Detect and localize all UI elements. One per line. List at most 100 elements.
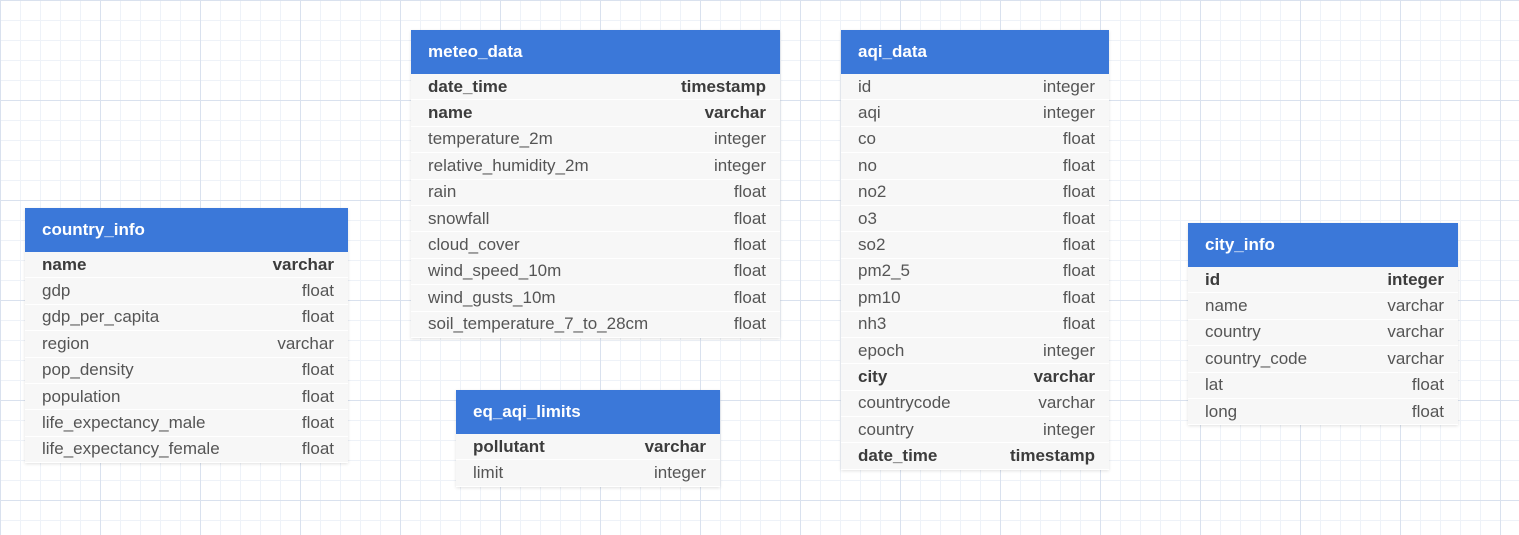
column-name: no2 bbox=[858, 182, 887, 202]
column-name: wind_gusts_10m bbox=[428, 287, 556, 307]
column-type: float bbox=[301, 360, 334, 380]
column-type: integer bbox=[1043, 76, 1095, 96]
column-type: float bbox=[1062, 155, 1095, 175]
column-row[interactable]: date_time timestamp bbox=[411, 74, 780, 101]
column-name: id bbox=[858, 76, 872, 96]
column-type: integer bbox=[1043, 419, 1095, 439]
column-row[interactable]: population float bbox=[25, 384, 348, 411]
column-type: timestamp bbox=[1009, 446, 1095, 466]
table-header[interactable]: eq_aqi_limits bbox=[456, 390, 720, 434]
column-type: integer bbox=[1387, 269, 1444, 289]
column-name: name bbox=[428, 103, 473, 123]
column-type: float bbox=[301, 386, 334, 406]
column-name: no bbox=[858, 155, 877, 175]
column-name: city bbox=[858, 366, 888, 386]
column-type: timestamp bbox=[680, 76, 766, 96]
column-name: region bbox=[42, 333, 90, 353]
column-type: float bbox=[1062, 208, 1095, 228]
column-name: limit bbox=[473, 463, 504, 483]
column-type: float bbox=[1062, 314, 1095, 334]
column-name: life_expectancy_male bbox=[42, 413, 206, 433]
column-name: name bbox=[1205, 296, 1248, 316]
column-row[interactable]: life_expectancy_male float bbox=[25, 410, 348, 437]
column-row[interactable]: country varchar bbox=[1188, 320, 1458, 347]
column-type: float bbox=[1062, 235, 1095, 255]
column-name: pop_density bbox=[42, 360, 134, 380]
column-type: varchar bbox=[1387, 322, 1444, 342]
column-name: nh3 bbox=[858, 314, 887, 334]
column-type: float bbox=[733, 314, 766, 334]
table-header[interactable]: aqi_data bbox=[841, 30, 1109, 74]
column-type: varchar bbox=[1387, 348, 1444, 368]
column-type: float bbox=[301, 439, 334, 459]
column-name: rain bbox=[428, 182, 457, 202]
column-name: co bbox=[858, 129, 876, 149]
column-name: pm2_5 bbox=[858, 261, 910, 281]
column-type: float bbox=[301, 307, 334, 327]
table-header[interactable]: city_info bbox=[1188, 223, 1458, 267]
column-type: float bbox=[301, 413, 334, 433]
column-name: wind_speed_10m bbox=[428, 261, 562, 281]
column-type: integer bbox=[1043, 340, 1095, 360]
column-row[interactable]: o3 float bbox=[841, 206, 1109, 233]
column-name: country bbox=[1205, 322, 1261, 342]
column-type: varchar bbox=[1387, 296, 1444, 316]
column-name: date_time bbox=[428, 76, 508, 96]
column-type: varchar bbox=[272, 254, 334, 274]
column-name: countrycode bbox=[858, 393, 951, 413]
column-name: long bbox=[1205, 401, 1238, 421]
column-name: gdp bbox=[42, 281, 71, 301]
column-row[interactable]: pop_density float bbox=[25, 358, 348, 384]
column-name: o3 bbox=[858, 208, 877, 228]
column-row[interactable]: wind_gusts_10m float bbox=[411, 285, 780, 312]
column-name: cloud_cover bbox=[428, 235, 520, 255]
column-row[interactable]: id integer bbox=[841, 74, 1109, 101]
column-type: float bbox=[733, 182, 766, 202]
column-row[interactable]: no float bbox=[841, 153, 1109, 180]
column-type: float bbox=[733, 287, 766, 307]
column-row[interactable]: rain float bbox=[411, 180, 780, 206]
table-header[interactable]: country_info bbox=[25, 208, 348, 252]
column-row[interactable]: nh3 float bbox=[841, 312, 1109, 338]
column-name: population bbox=[42, 386, 121, 406]
column-row[interactable]: name varchar bbox=[1188, 293, 1458, 320]
table-header[interactable]: meteo_data bbox=[411, 30, 780, 74]
